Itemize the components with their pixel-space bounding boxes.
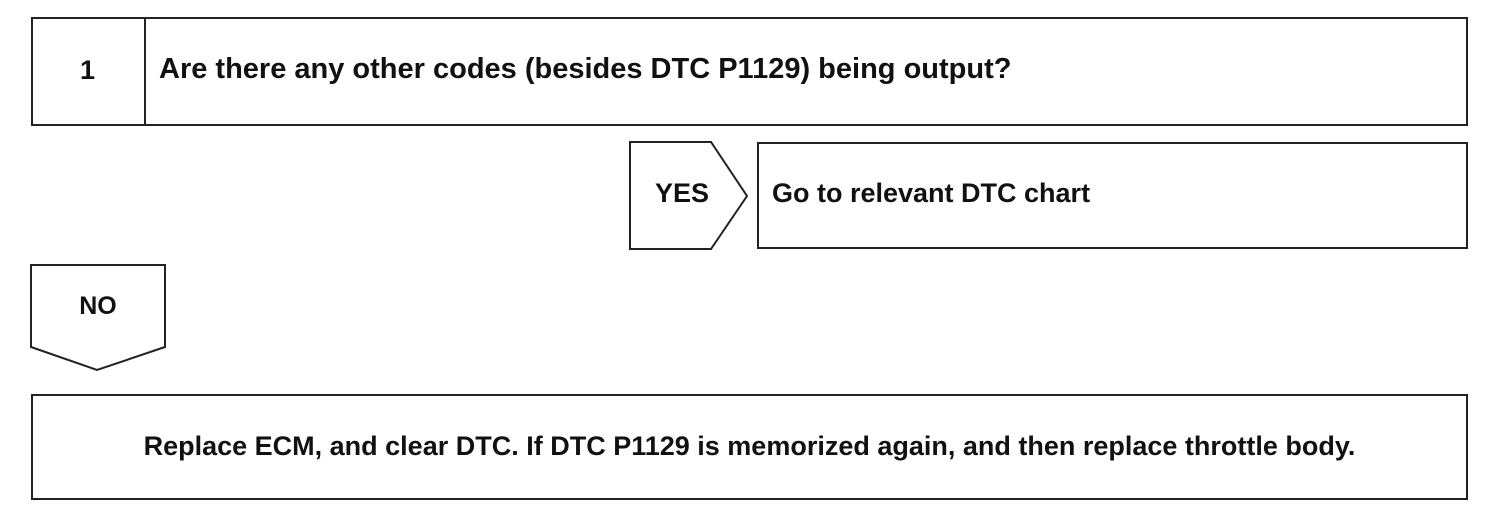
step-divider: [144, 17, 146, 126]
step-question: Are there any other codes (besides DTC P…: [159, 53, 1012, 85]
yes-action-text: Go to relevant DTC chart: [772, 178, 1091, 208]
step-number: 1: [79, 55, 96, 85]
final-action-box: [31, 394, 1468, 500]
final-action-text: Replace ECM, and clear DTC. If DTC P1129…: [143, 431, 1356, 461]
yes-action-box: [757, 142, 1468, 249]
step-box: [31, 17, 1468, 126]
no-arrow-shape: [30, 264, 166, 372]
no-label: NO: [79, 292, 117, 320]
yes-label: YES: [655, 178, 710, 208]
